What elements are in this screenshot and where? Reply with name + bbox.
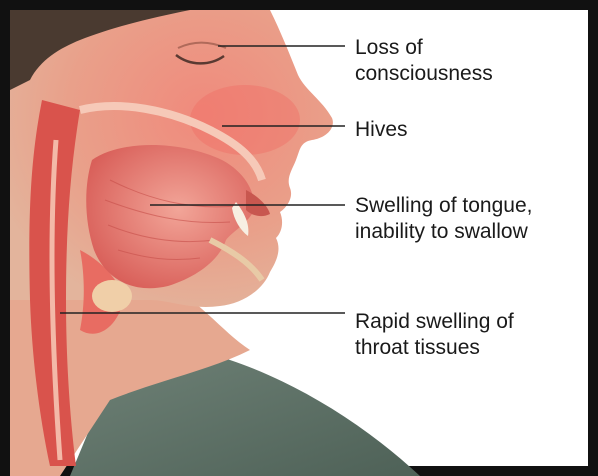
callout-throat-swelling: Rapid swelling of throat tissues [355,309,590,361]
callout-tongue-swelling: Swelling of tongue, inability to swallow [355,193,590,245]
callout-loss-of-consciousness: Loss of consciousness [355,35,590,87]
callout-hives: Hives [355,117,590,143]
hives-flush [190,85,300,155]
epiglottis [92,280,132,312]
